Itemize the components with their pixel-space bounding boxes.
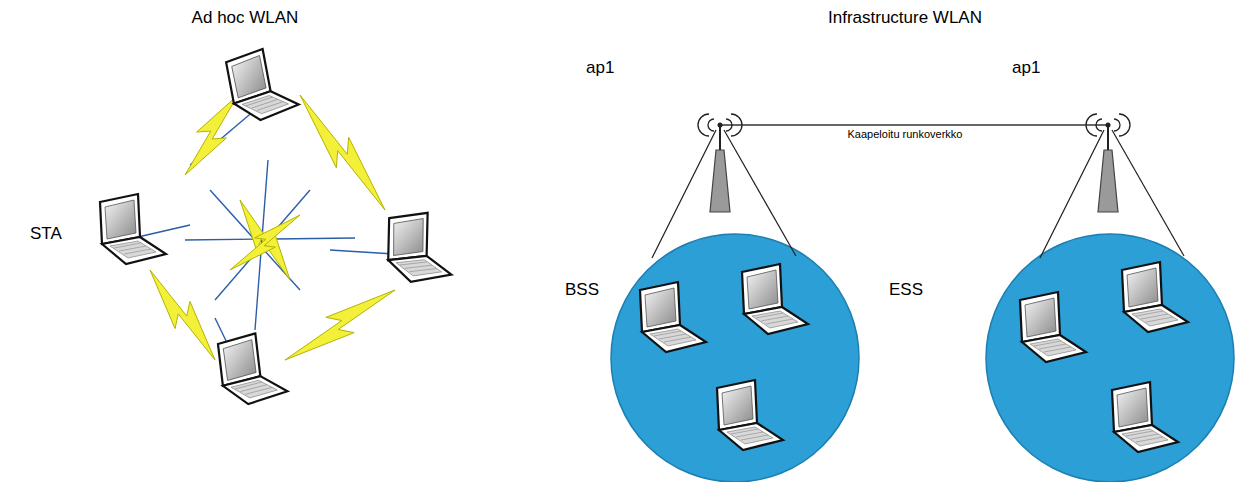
network-title: Infrastructure WLAN bbox=[828, 8, 982, 28]
radio-ray bbox=[210, 190, 300, 290]
access-point bbox=[1040, 114, 1184, 258]
access-points bbox=[652, 114, 1184, 258]
laptop-icon bbox=[1112, 382, 1178, 452]
lightning-bolt bbox=[230, 215, 300, 270]
radio-ray bbox=[215, 190, 310, 300]
laptop-icon bbox=[1020, 292, 1086, 362]
coverage-circle bbox=[611, 234, 859, 482]
backbone-cable bbox=[720, 124, 1108, 126]
access-point-label: ap1 bbox=[1012, 58, 1040, 78]
lightning-bolt bbox=[150, 270, 215, 360]
radio-rays bbox=[125, 110, 410, 380]
lightning-links bbox=[150, 95, 395, 360]
coverage-circle bbox=[986, 234, 1234, 482]
laptop-icon bbox=[217, 331, 288, 405]
laptop-icon bbox=[742, 264, 808, 334]
network-title: Ad hoc WLAN bbox=[192, 8, 299, 28]
set-label: BSS bbox=[565, 280, 599, 300]
laptops bbox=[100, 45, 1188, 452]
laptop-icon bbox=[385, 210, 456, 284]
cable-label: Kaapeloitu runkoverkko bbox=[848, 128, 963, 141]
set-label: ESS bbox=[889, 280, 923, 300]
coverage-areas bbox=[611, 234, 1234, 482]
laptop-icon bbox=[1122, 262, 1188, 332]
laptop-icon bbox=[100, 194, 166, 264]
lightning-bolt bbox=[300, 95, 385, 210]
lightning-bolt bbox=[185, 95, 238, 175]
laptop-icon bbox=[717, 380, 783, 450]
access-point bbox=[652, 114, 796, 258]
lightning-bolt bbox=[285, 290, 395, 360]
laptop-icon bbox=[640, 282, 706, 352]
station-label: STA bbox=[30, 224, 62, 244]
laptop-icon bbox=[225, 45, 300, 124]
access-point-label: ap1 bbox=[586, 58, 614, 78]
